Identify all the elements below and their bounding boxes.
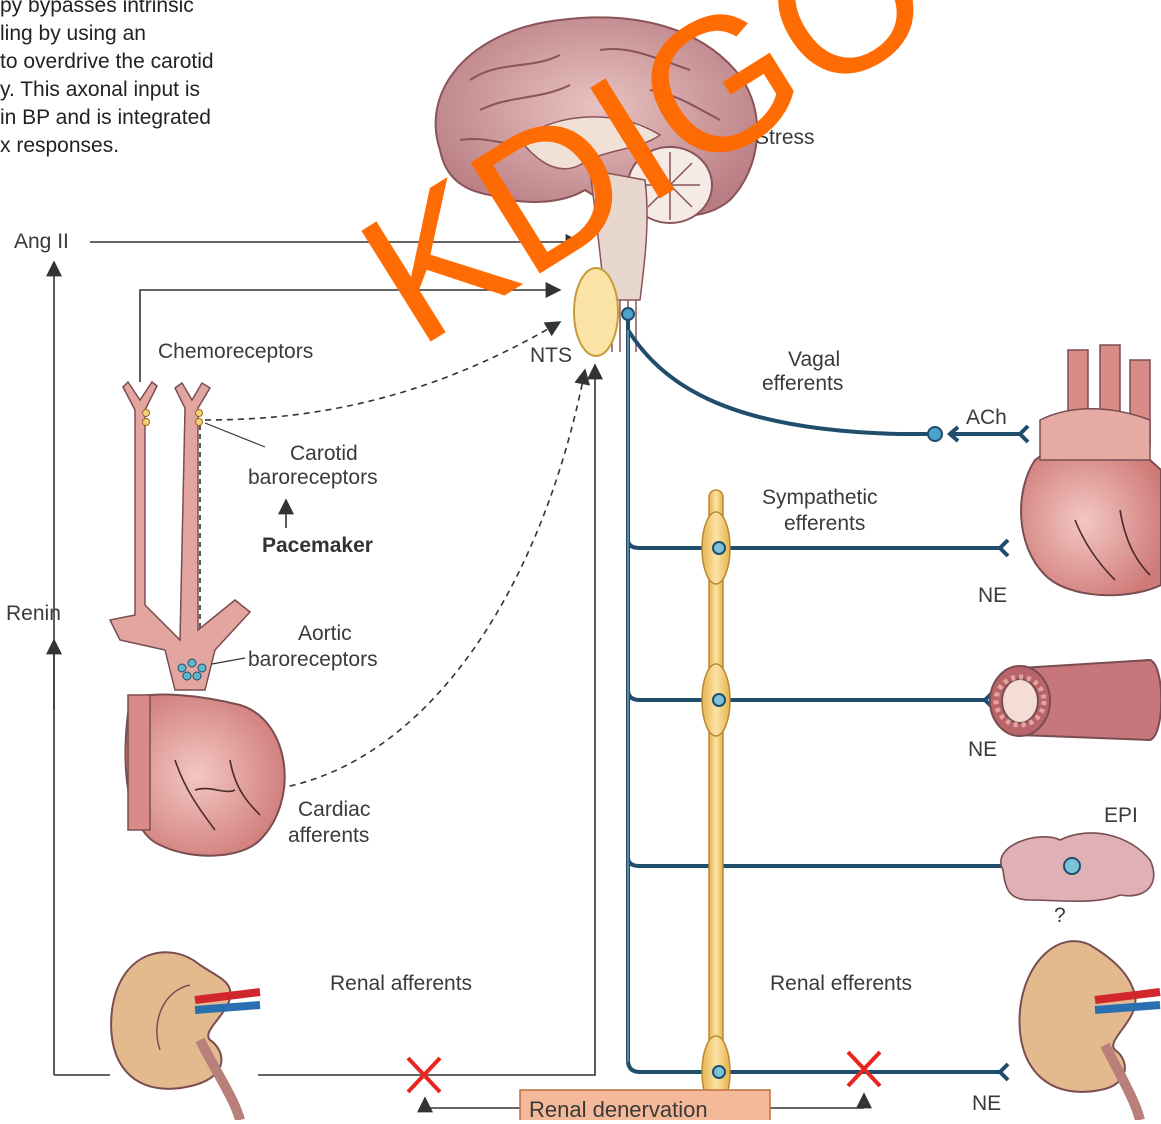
renal-efferent-cross	[848, 1052, 880, 1086]
label-renin: Renin	[6, 600, 61, 628]
right-kidney	[1020, 941, 1160, 1120]
label-nts: NTS	[530, 342, 572, 370]
label-cardiac-afferents: afferents	[288, 822, 369, 850]
vagal-ganglion	[928, 427, 942, 441]
label-ne-kidney: NE	[972, 1090, 1001, 1118]
label-cardiac: Cardiac	[298, 796, 370, 824]
adrenal-cell	[1064, 858, 1080, 874]
left-kidney	[111, 952, 260, 1120]
label-renal-afferents: Renal afferents	[330, 970, 472, 998]
label-renal-efferents: Renal efferents	[770, 970, 912, 998]
blood-vessel	[990, 660, 1161, 740]
label-ne-vessel: NE	[968, 736, 997, 764]
left-heart	[125, 695, 284, 856]
nerve-origin-dot	[622, 308, 634, 320]
label-vagal-efferents: efferents	[762, 370, 843, 398]
label-question: ?	[1054, 902, 1066, 930]
label-pacemaker: Pacemaker	[262, 532, 373, 560]
label-epi: EPI	[1104, 802, 1138, 830]
label-ach: ACh	[966, 404, 1007, 432]
label-ne-heart: NE	[978, 582, 1007, 610]
label-aortic: Aortic	[298, 620, 352, 648]
carotid-vessels	[110, 382, 250, 690]
label-sympathetic-efferents: efferents	[784, 510, 865, 538]
label-aortic-baroreceptors: baroreceptors	[248, 646, 378, 674]
cardiac-afferent	[268, 370, 585, 790]
label-chemoreceptors: Chemoreceptors	[158, 338, 313, 366]
label-sympathetic: Sympathetic	[762, 484, 878, 512]
right-heart	[1021, 345, 1161, 595]
label-ang-ii: Ang II	[14, 228, 69, 256]
label-carotid-baroreceptors: baroreceptors	[248, 464, 378, 492]
